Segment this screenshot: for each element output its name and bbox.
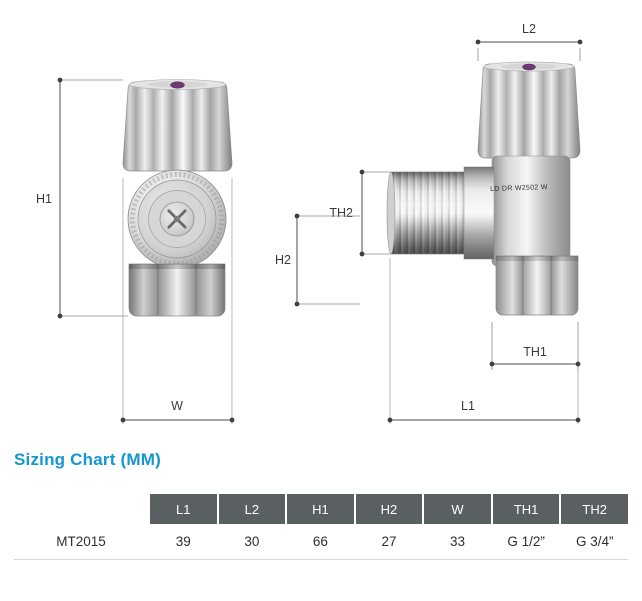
valve-diagram: LD DR W2502 W H1 W bbox=[36, 22, 583, 424]
table-cell-l1: 39 bbox=[175, 534, 191, 549]
right-valve-threaded-pipe bbox=[386, 166, 495, 260]
table-cell-h1: 66 bbox=[312, 534, 328, 549]
right-valve-view: LD DR W2502 W bbox=[386, 61, 581, 316]
dimension-label-h1: H1 bbox=[36, 192, 52, 206]
left-valve-view bbox=[122, 79, 233, 317]
left-valve-hex-nut bbox=[128, 263, 226, 317]
dimension-label-l1: L1 bbox=[461, 399, 475, 413]
dimension-label-th1: TH1 bbox=[523, 345, 547, 359]
table-cell-l2: 30 bbox=[244, 534, 260, 549]
table-header-th2: TH2 bbox=[561, 494, 628, 524]
table-header-h1: H1 bbox=[287, 494, 354, 524]
sizing-chart-title: Sizing Chart (MM) bbox=[14, 450, 161, 469]
left-valve-knob bbox=[122, 79, 233, 172]
dimension-l2: L2 bbox=[475, 22, 583, 61]
dimension-th1: TH1 bbox=[489, 322, 581, 370]
left-valve-dial bbox=[127, 169, 227, 269]
dimension-label-l2: L2 bbox=[522, 22, 536, 36]
dimension-label-w: W bbox=[171, 399, 183, 413]
table-header-h2: H2 bbox=[355, 494, 423, 524]
dimension-label-th2: TH2 bbox=[329, 206, 353, 220]
table-cell-model: MT2015 bbox=[56, 534, 106, 549]
sizing-table: L1 L2 H1 H2 W TH1 TH2 MT2015 39 30 66 27… bbox=[14, 494, 628, 560]
table-header-row: L1 L2 H1 H2 W TH1 TH2 bbox=[14, 494, 628, 524]
table-cell-w: 33 bbox=[450, 534, 466, 549]
dimension-th2: TH2 bbox=[329, 169, 389, 257]
right-valve-hex-nut bbox=[495, 255, 579, 316]
table-header-th1: TH1 bbox=[492, 494, 560, 524]
table-data-row: MT2015 39 30 66 27 33 G 1/2” G 3/4” bbox=[14, 524, 628, 560]
knob-top-dot bbox=[522, 63, 536, 71]
table-header-model bbox=[14, 494, 148, 524]
table-cell-th1: G 1/2” bbox=[507, 534, 545, 549]
right-valve-knob bbox=[477, 61, 581, 159]
table-cell-th2: G 3/4” bbox=[575, 534, 614, 549]
table-header-l1: L1 bbox=[150, 494, 217, 524]
table-header-w: W bbox=[424, 494, 491, 524]
table-header-l2: L2 bbox=[218, 494, 286, 524]
knob-top-dot bbox=[170, 81, 185, 89]
right-valve-body bbox=[491, 155, 571, 267]
dimension-label-h2: H2 bbox=[275, 253, 291, 267]
dimension-h1: H1 bbox=[36, 77, 128, 319]
dimension-l1: L1 bbox=[387, 258, 581, 424]
table-cell-h2: 27 bbox=[381, 534, 397, 549]
body-engraving: LD DR W2502 W bbox=[490, 184, 548, 193]
dimension-w: W bbox=[120, 178, 235, 424]
dimension-h2: H2 bbox=[275, 213, 360, 307]
